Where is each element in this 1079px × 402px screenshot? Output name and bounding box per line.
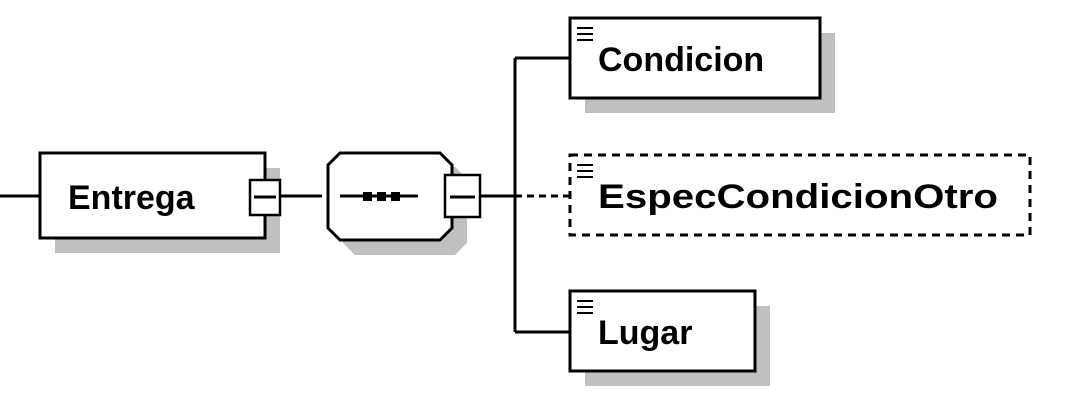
element-especcondicionotro-label: EspecCondicionOtro (598, 178, 998, 216)
sequence-dot-1 (363, 192, 372, 201)
element-condicion-label: Condicion (598, 41, 764, 79)
element-lugar-box (568, 289, 757, 373)
element-condicion-box (568, 16, 822, 100)
sequence-dot-3 (391, 192, 400, 201)
text-content-icon (577, 27, 593, 41)
element-entrega-box (38, 151, 267, 240)
element-entrega-label: Entrega (68, 179, 196, 217)
text-content-icon (577, 164, 593, 178)
element-especcondicionotro[interactable]: EspecCondicionOtro (568, 153, 1032, 237)
sequence-dot-2 (377, 192, 386, 201)
entrega-collapse-toggle[interactable] (248, 178, 282, 217)
element-entrega[interactable]: Entrega (38, 151, 280, 253)
sequence-collapse-toggle[interactable] (443, 173, 482, 219)
element-especcondicionotro-box (568, 153, 1032, 237)
text-content-icon (577, 300, 593, 314)
sequence-compositor[interactable] (326, 151, 467, 255)
element-lugar[interactable]: Lugar (568, 289, 770, 386)
element-condicion[interactable]: Condicion (568, 16, 835, 113)
element-lugar-label: Lugar (598, 314, 692, 352)
